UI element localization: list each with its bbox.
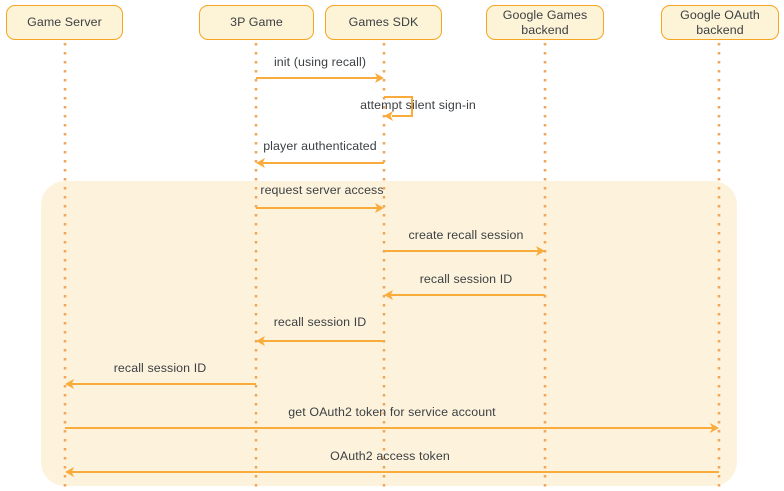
highlight-region-group [41,181,737,486]
message-label-msg-request-server-access: request server access [260,183,384,197]
actor-box-third-party-game[interactable]: 3P Game [199,5,314,40]
actor-label-game-server: Game Server [27,15,102,29]
arrow-msg-create-recall-session [384,246,545,256]
message-label-msg-create-recall-session: create recall session [408,228,524,242]
actor-label-games-sdk: Games SDK [348,15,419,29]
message-label-msg-oauth2-access-token: OAuth2 access token [330,449,450,463]
arrow-msg-oauth2-access-token [65,467,719,477]
message-label-msg-init: init (using recall) [273,55,367,69]
message-label-msg-get-oauth2-token: get OAuth2 token for service account [288,405,496,419]
message-label-msg-silent-signin: attempt silent sign-in [360,98,476,112]
actor-box-games-sdk[interactable]: Games SDK [325,5,442,40]
arrow-msg-recall-session-id-1 [384,290,545,300]
arrow-msg-player-authenticated [256,158,384,168]
message-label-msg-recall-session-id-2: recall session ID [273,315,367,329]
message-label-msg-player-authenticated: player authenticated [263,139,377,153]
arrow-msg-recall-session-id-2 [256,336,384,346]
message-label-msg-recall-session-id-3: recall session ID [113,361,207,375]
actor-box-game-server[interactable]: Game Server [6,5,123,40]
arrow-msg-get-oauth2-token [65,423,719,433]
arrow-msg-init [256,73,384,83]
actor-label-third-party-game: 3P Game [230,15,283,29]
arrow-msg-recall-session-id-3 [65,379,256,389]
message-label-msg-recall-session-id-1: recall session ID [419,272,513,286]
highlight-region [41,181,737,486]
arrow-msg-request-server-access [256,203,384,213]
arrow-msg-silent-signin [384,96,413,121]
message-arrows-group [65,73,719,477]
